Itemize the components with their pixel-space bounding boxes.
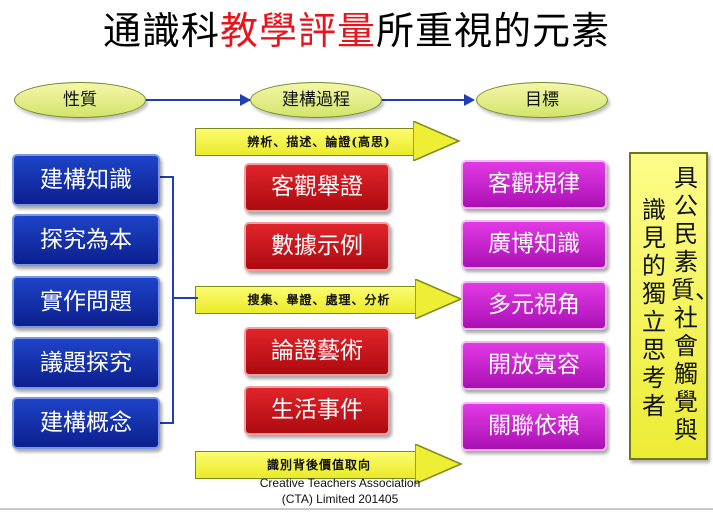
header-nature: 性質: [14, 82, 146, 118]
arrow-bottom-label: 識別背後價值取向: [266, 458, 371, 472]
nature-item-3: 實作問題: [12, 276, 160, 328]
outcome-box: 具公民素質、社會觸覺與 識見的獨立思考者: [629, 152, 713, 460]
header-connector-2: [382, 99, 466, 101]
arrow-middle-head: [415, 279, 463, 319]
arrow-bottom: 識別背後價值取向: [195, 444, 463, 484]
nature-item-1: 建構知識: [12, 154, 160, 206]
goal-item-3: 多元視角: [461, 281, 607, 330]
process-item-4: 生活事件: [244, 386, 390, 435]
process-item-3: 論證藝術: [244, 327, 390, 376]
goal-item-2: 廣博知識: [461, 220, 607, 269]
outcome-text-col-1: 具公民素質、社會觸覺與: [671, 164, 713, 444]
goal-item-1: 客觀規律: [461, 160, 607, 209]
title-part-highlight: 教學評量: [219, 9, 376, 53]
outcome-text-col-2: 識見的獨立思考者: [642, 196, 666, 420]
goal-item-5: 關聯依賴: [461, 402, 607, 451]
arrow-top-label: 辨析、描述、論證(高思): [247, 135, 391, 149]
header-connector-1: [146, 99, 250, 101]
credit-line-1: Creative Teachers Association: [259, 476, 421, 490]
title-part-1: 通識科: [102, 9, 220, 53]
bracket-connector: [172, 297, 198, 299]
process-item-1: 客觀舉證: [244, 163, 390, 212]
credit-line-2: (CTA) Limited 201405: [281, 492, 399, 506]
nature-item-4: 議題探究: [12, 337, 160, 389]
arrow-bottom-head: [415, 444, 463, 484]
title-part-3: 所重視的元素: [376, 9, 611, 53]
header-process: 建構過程: [250, 82, 382, 118]
page-title: 通識科教學評量所重視的元素: [0, 6, 713, 56]
header-arrow-head-2: [464, 94, 475, 106]
header-goal: 目標: [476, 82, 608, 118]
goal-item-4: 開放寬容: [461, 341, 607, 390]
nature-item-2: 探究為本: [12, 214, 160, 266]
arrow-top: 辨析、描述、論證(高思): [195, 121, 461, 161]
nature-bracket: [160, 176, 174, 424]
arrow-middle-label: 搜集、舉證、處理、分析: [247, 293, 391, 307]
arrow-top-head: [413, 121, 461, 161]
process-item-2: 數據示例: [244, 222, 390, 271]
header-arrow-head-1: [240, 94, 251, 106]
arrow-middle: 搜集、舉證、處理、分析: [195, 279, 463, 319]
bottom-divider: [0, 508, 713, 510]
nature-item-5: 建構概念: [12, 397, 160, 449]
